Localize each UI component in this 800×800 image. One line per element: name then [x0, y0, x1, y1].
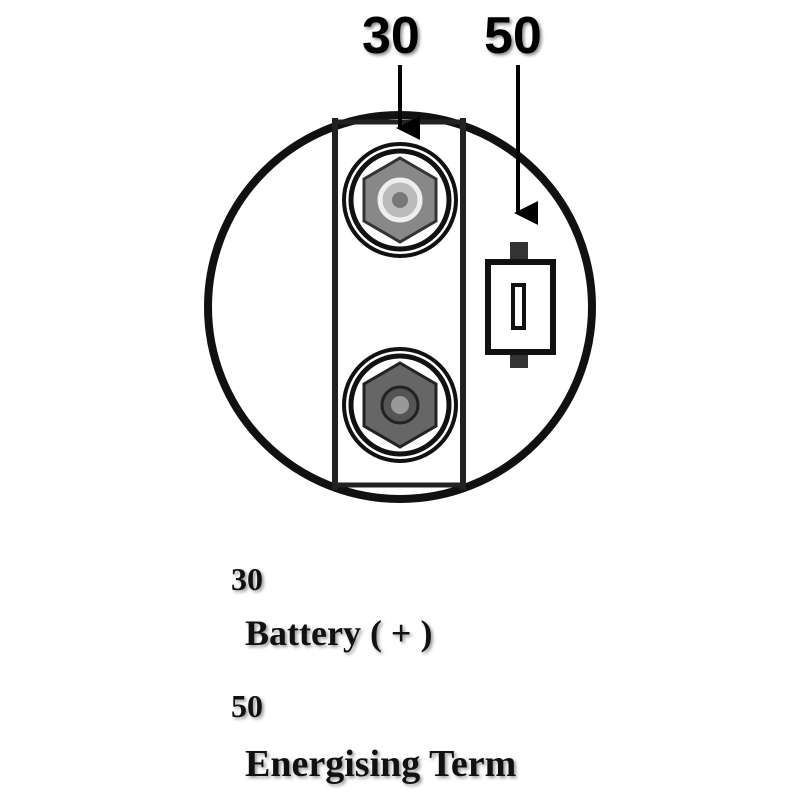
legend-desc-30: Battery ( + ): [245, 613, 433, 653]
terminal-50-connector-icon: [485, 242, 556, 368]
terminal-30-nut-icon: [342, 142, 458, 258]
legend-code-50: 50: [231, 688, 263, 724]
terminal-bottom-nut-icon: [342, 347, 458, 463]
terminal-label-50: 50: [484, 7, 542, 65]
terminal-label-30: 30: [362, 7, 420, 65]
legend-code-30: 30: [231, 561, 263, 597]
legend-desc-50: Energising Term: [245, 743, 517, 785]
